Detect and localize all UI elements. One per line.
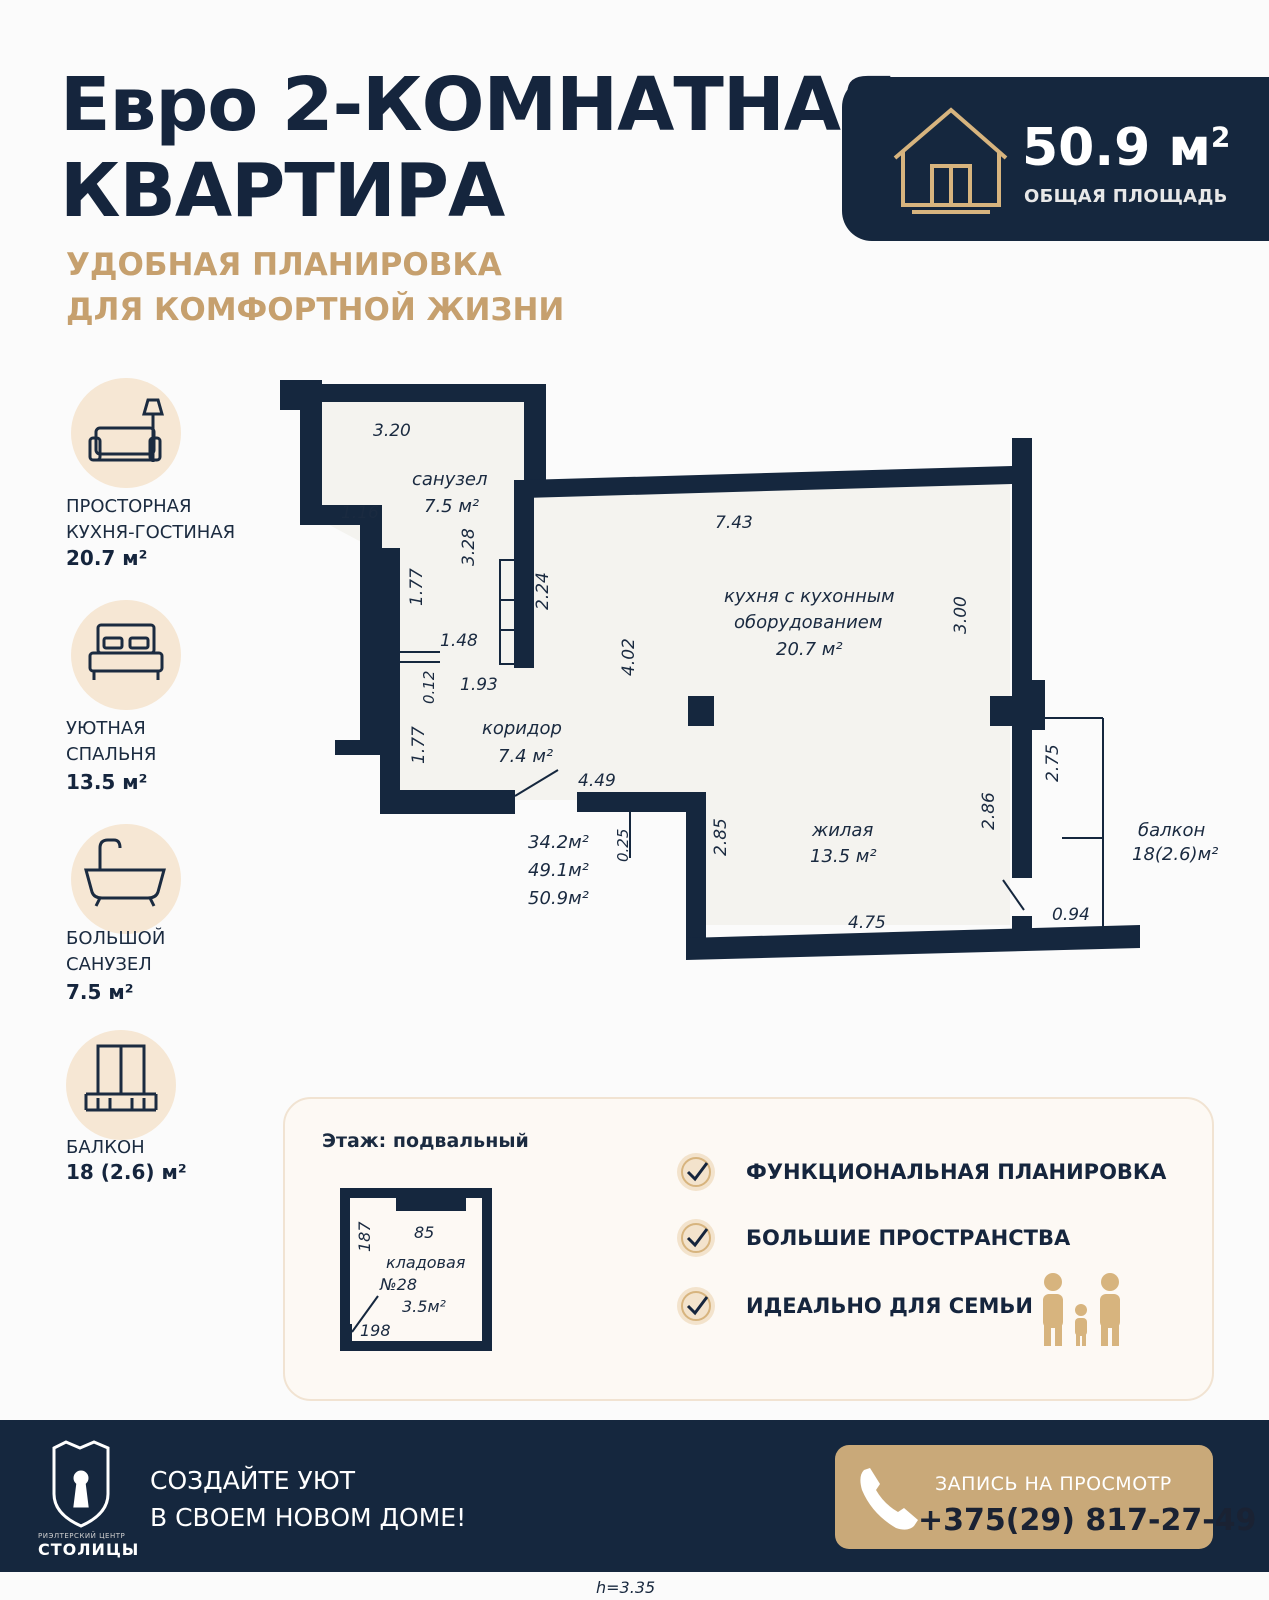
dim-2-86: 2.86 — [979, 792, 999, 830]
dim-3-20: 3.20 — [373, 421, 411, 441]
dim-0-12: 0.12 — [420, 671, 438, 704]
footer-slogan: СОЗДАЙТЕ УЮТ В СВОЕМ НОВОМ ДОМЕ! — [150, 1466, 467, 1532]
title-line-1: Евро 2-КОМНАТНАЯ — [60, 62, 897, 148]
total-50-9: 50.9м² — [528, 888, 589, 909]
room-balcony-name: балкон — [1138, 820, 1206, 841]
feature-bedroom-area: 13.5 м² — [66, 770, 148, 794]
storage-name: кладовая — [386, 1253, 466, 1272]
cta-label: ЗАПИСЬ НА ПРОСМОТР — [935, 1473, 1172, 1495]
feature-kitchen-area: 20.7 м² — [66, 546, 148, 570]
dim-1-77-b: 1.77 — [409, 726, 429, 764]
room-kitchen-name-2: оборудованием — [734, 612, 882, 633]
room-living-area: 13.5 м² — [810, 846, 877, 867]
logo-caption: РИЭЛТЕРСКИЙ ЦЕНТР — [38, 1532, 126, 1540]
storage-labels: 187 85 кладовая №28 3.5м² 198 — [355, 1221, 466, 1340]
room-corridor-name: коридор — [482, 718, 562, 739]
dim-1-48: 1.48 — [440, 631, 478, 651]
room-sanuzel-name: санузел — [412, 469, 488, 490]
benefit-family: ИДЕАЛЬНО ДЛЯ СЕМЬИ — [746, 1294, 1033, 1318]
subtitle-line-2: ДЛЯ КОМФОРТНОЙ ЖИЗНИ — [66, 292, 565, 328]
floor-label: Этаж: подвальный — [322, 1130, 529, 1152]
total-area-label: ОБЩАЯ ПЛОЩАДЬ — [1024, 186, 1228, 207]
feature-balcony-area: 18 (2.6) м² — [66, 1160, 187, 1184]
storage-dim-85: 85 — [414, 1223, 434, 1242]
dim-7-43: 7.43 — [715, 513, 753, 533]
total-area-value: 50.9 м2 — [1022, 118, 1231, 178]
dim-1-77-a: 1.77 — [407, 568, 427, 606]
storage-area: 3.5м² — [402, 1297, 447, 1316]
storage-walls — [340, 1188, 492, 1351]
benefit-functional-layout: ФУНКЦИОНАЛЬНАЯ ПЛАНИРОВКА — [746, 1160, 1167, 1184]
plan-walls — [280, 380, 1140, 960]
cta-phone[interactable]: +375(29) 817-27-49 — [918, 1503, 1257, 1538]
dim-2-75: 2.75 — [1043, 744, 1063, 782]
benefit-large-spaces: БОЛЬШИЕ ПРОСТРАНСТВА — [746, 1226, 1071, 1250]
storage-door — [351, 1295, 379, 1333]
room-sanuzel-area: 7.5 м² — [424, 496, 479, 517]
subtitle-line-1: УДОБНАЯ ПЛАНИРОВКА — [66, 247, 502, 283]
dim-4-02: 4.02 — [619, 638, 639, 676]
feature-balcony-title: БАЛКОН — [66, 1137, 145, 1158]
title-line-2: КВАРТИРА — [60, 148, 505, 234]
total-34-2: 34.2м² — [528, 832, 589, 853]
dim-3-28: 3.28 — [459, 528, 479, 566]
dim-1-16: 1.16 — [341, 503, 379, 523]
storage-dim-187: 187 — [355, 1221, 374, 1252]
plan-window-marks — [400, 389, 1104, 930]
room-kitchen-area: 20.7 м² — [776, 639, 843, 660]
feature-bathroom-area: 7.5 м² — [66, 980, 134, 1004]
logo-name: СТОЛИЦЫ — [38, 1540, 140, 1559]
dim-4-75: 4.75 — [848, 913, 886, 933]
dim-0-25: 0.25 — [614, 829, 632, 862]
total-49-1: 49.1м² — [528, 860, 589, 881]
ceiling-height-note: h=3.35 — [596, 1578, 656, 1597]
room-balcony-area: 18(2.6)м² — [1132, 844, 1218, 865]
page-title: Евро 2-КОМНАТНАЯ КВАРТИРА — [60, 62, 897, 234]
subtitle: УДОБНАЯ ПЛАНИРОВКА ДЛЯ КОМФОРТНОЙ ЖИЗНИ — [66, 243, 564, 333]
dim-1-93: 1.93 — [460, 675, 498, 695]
storage-dim-198: 198 — [360, 1321, 391, 1340]
room-corridor-area: 7.4 м² — [498, 746, 553, 767]
dim-0-94: 0.94 — [1052, 905, 1090, 925]
room-kitchen-name-1: кухня с кухонным — [724, 586, 895, 607]
dim-4-49: 4.49 — [578, 771, 616, 791]
dim-2-85: 2.85 — [711, 818, 731, 856]
plan-labels: 3.20 санузел 7.5 м² 1.16 3.28 1.77 2.24 … — [341, 421, 1218, 933]
dim-2-24: 2.24 — [533, 572, 553, 610]
dim-3-00: 3.00 — [951, 596, 971, 634]
storage-number: №28 — [379, 1275, 417, 1294]
room-living-name: жилая — [811, 820, 873, 841]
